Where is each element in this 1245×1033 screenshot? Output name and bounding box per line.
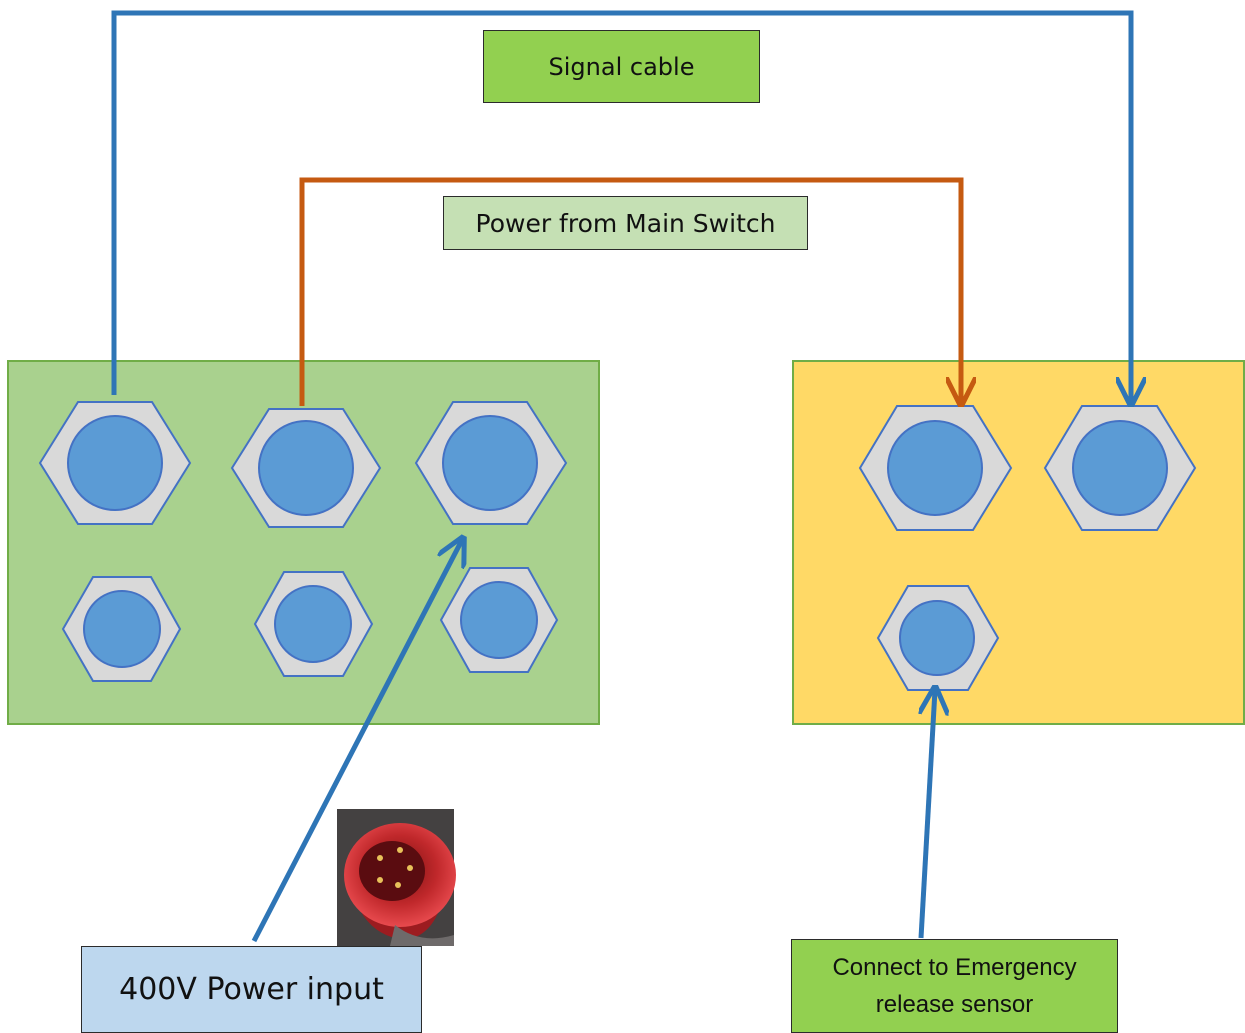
signal-cable-label: Signal cable bbox=[483, 30, 760, 103]
cable-gland-icon bbox=[61, 576, 182, 682]
signal-cable-line bbox=[111, 10, 1131, 402]
right-junction-panel bbox=[792, 360, 1245, 725]
power-input-label: 400V Power input bbox=[81, 946, 422, 1033]
power-from-main-switch-label: Power from Main Switch bbox=[443, 196, 808, 250]
cable-gland-icon bbox=[253, 571, 374, 677]
cable-gland-icon bbox=[876, 585, 1000, 691]
cable-gland-icon bbox=[230, 408, 382, 528]
cable-gland-icon bbox=[38, 401, 192, 525]
cable-gland-icon bbox=[858, 405, 1013, 531]
cable-gland-icon bbox=[1043, 405, 1197, 531]
power-input-arrow bbox=[251, 540, 462, 943]
emergency-sensor-arrow bbox=[918, 690, 935, 939]
red-400v-plug-icon bbox=[337, 809, 456, 946]
cable-gland-icon bbox=[414, 401, 568, 525]
emergency-sensor-label: Connect to Emergency release sensor bbox=[791, 939, 1118, 1033]
power-cable-line bbox=[299, 177, 961, 406]
cable-gland-icon bbox=[439, 567, 559, 673]
